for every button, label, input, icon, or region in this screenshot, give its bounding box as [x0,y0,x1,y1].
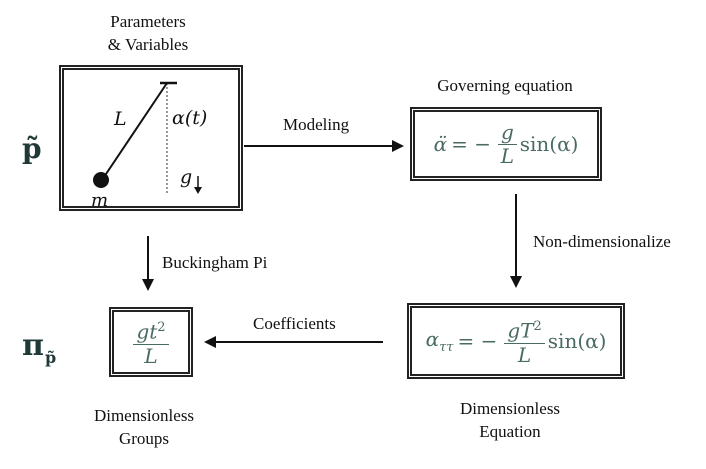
dimensionless-equation: αττ = − gT2 L sin(α) [412,308,620,374]
dimensionless-equation-box: αττ = − gT2 L sin(α) [410,306,622,376]
pendulum-illustration [93,81,202,194]
coefficients-label: Coefficients [253,314,336,333]
parameters-caption: Parameters & Variables [88,10,208,56]
modeling-label: Modeling [283,115,350,134]
dimless-lhs-base: α [425,327,440,351]
group-num-base: gt [136,319,158,344]
group-fraction: gt2 L [133,318,169,368]
governing-tail: sin(α) [519,132,579,156]
group-num-exponent: 2 [157,320,166,336]
length-label: L [114,108,127,130]
dimless-num-base: gT [507,318,534,343]
dimensionless-group-box: gt2 L [112,310,190,374]
governing-lhs: α̈ [433,132,448,156]
p-tilde-symbol: p̃ [22,132,42,165]
pi-letter: π [22,328,44,363]
governing-caption: Governing equation [405,74,605,97]
dimless-denominator: L [517,342,532,367]
governing-denominator: L [500,144,514,168]
dimensionless-equation-line1: Dimensionless [459,399,561,418]
dimless-fraction: gT2 L [504,317,545,367]
dimensionless-equation-caption: Dimensionless Equation [440,397,580,443]
mass-label: m [91,190,109,211]
group-denominator: L [144,343,158,368]
parameters-caption-line1: Parameters [110,12,186,31]
dimensionless-group: gt2 L [114,312,188,372]
dimless-numerator: gT2 [504,317,545,344]
governing-operator: = − [451,132,491,156]
governing-fraction: g L [497,122,517,168]
pendulum-box: L α(t) g m [62,68,240,211]
pi-subscript: p̃ [44,348,57,367]
non-dimensionalize-label: Non-dimensionalize [533,232,671,251]
parameters-caption-line2: & Variables [107,35,189,54]
pendulum-rod [101,82,168,181]
modeling-arrow [244,140,404,152]
pi-symbol: πp̃ [22,328,56,367]
dimensionless-groups-line1: Dimensionless [93,406,195,425]
gravity-arrow-head [194,187,202,194]
governing-equation-box: α̈ = − g L sin(α) [413,110,599,178]
non-dimensionalize-arrow [510,194,522,288]
dimless-lhs: αττ [426,327,454,355]
angle-label: α(t) [172,107,208,129]
coefficients-arrow [204,336,383,348]
gravity-label: g [180,166,193,188]
buckingham-arrow [142,236,154,291]
pendulum-bob [93,172,109,188]
dimensionless-equation-line2: Equation [479,422,541,441]
dimless-num-exponent: 2 [533,319,542,335]
buckingham-label: Buckingham Pi [162,253,268,272]
governing-numerator: g [497,122,517,145]
governing-equation: α̈ = − g L sin(α) [415,112,597,176]
dimensionless-groups-line2: Groups [118,429,170,448]
governing-caption-text: Governing equation [437,76,573,95]
dimless-lhs-subscript: ττ [439,340,454,355]
dimless-operator: = − [457,329,498,353]
dimensionless-groups-caption: Dimensionless Groups [74,404,214,450]
dimless-tail: sin(α) [547,329,607,353]
group-numerator: gt2 [133,318,169,345]
